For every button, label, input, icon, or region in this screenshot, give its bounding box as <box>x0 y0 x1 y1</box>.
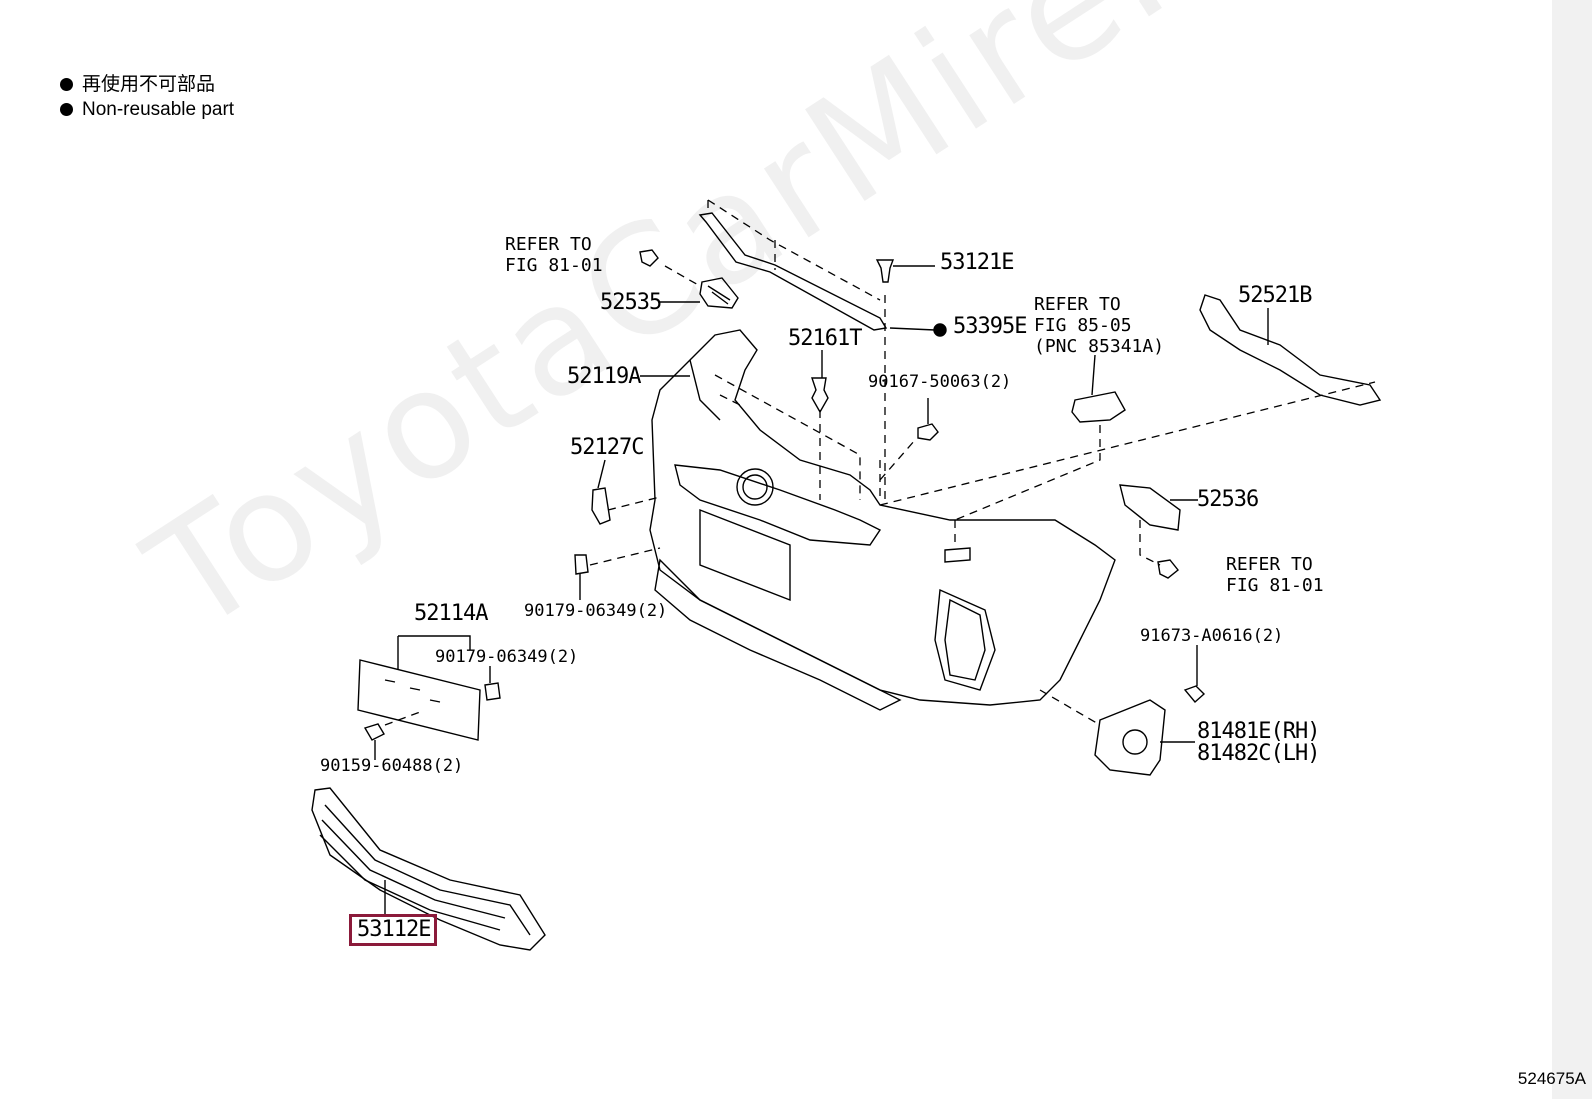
bracket-detail <box>707 285 731 305</box>
legend-row-en: Non-reusable part <box>60 97 234 122</box>
legend-text-en: Non-reusable part <box>82 99 235 120</box>
legend-row-jp: 再使用不可部品 <box>60 72 234 97</box>
refer-line: REFER TO <box>505 234 592 255</box>
bracket-52127C <box>591 487 611 525</box>
dash-line <box>879 439 916 481</box>
fog-opening-inner <box>944 598 986 681</box>
bolt-icon <box>1157 559 1179 579</box>
bracket-52535 <box>699 277 739 309</box>
legend-text-jp: 再使用不可部品 <box>82 74 216 95</box>
part-label-52535: 52535 <box>600 290 662 315</box>
refer-note-85-05: REFER TO FIG 85-05 (PNC 85341A) <box>1034 294 1164 357</box>
refer-line: REFER TO <box>1226 554 1313 575</box>
clip-52161T <box>811 377 829 414</box>
part-label-52119A: 52119A <box>567 364 641 389</box>
dash-line <box>719 394 741 406</box>
part-label-81482C: 81482C(LH) <box>1197 741 1320 766</box>
refer-note-81-01-a: REFER TO FIG 81-01 <box>505 234 603 276</box>
leader-line <box>398 635 471 650</box>
fog-lamp-ring <box>1122 729 1148 755</box>
dash-line <box>384 711 421 726</box>
retainer-52521B <box>1199 294 1382 406</box>
dash-line <box>607 496 661 511</box>
non-reusable-dot-icon <box>60 78 73 91</box>
bumper-detail <box>689 359 721 421</box>
dash-line <box>954 425 1101 521</box>
dash-line <box>1039 689 1101 726</box>
clip-53121E <box>875 259 895 283</box>
part-label-90179-a: 90179-06349(2) <box>524 601 668 621</box>
part-label-91673: 91673-A0616(2) <box>1140 626 1284 646</box>
fog-opening <box>934 588 996 691</box>
part-label-90159: 90159-60488(2) <box>320 756 464 776</box>
part-label-52127C: 52127C <box>570 435 644 460</box>
bolt-icon <box>639 249 659 267</box>
refer-line: FIG 85-05 <box>1034 315 1132 336</box>
leader-line <box>1091 354 1096 396</box>
legend: 再使用不可部品 Non-reusable part <box>60 72 234 122</box>
clip-90179-b-icon <box>484 682 501 701</box>
upper-retainer-strip <box>698 212 888 331</box>
dash-line <box>879 381 1376 506</box>
refer-line: FIG 81-01 <box>1226 575 1324 596</box>
lower-grille-53112E <box>311 787 546 951</box>
emblem-ring-inner <box>742 474 768 500</box>
screw-90167-icon <box>917 423 939 441</box>
illustration-id: 524675A <box>1517 1069 1586 1088</box>
bracket-holes <box>384 679 441 703</box>
part-label-52114A: 52114A <box>414 601 488 626</box>
part-label-81481E: 81481E(RH) <box>1197 719 1320 744</box>
non-reusable-dot-icon <box>933 323 947 337</box>
part-label-90179-b: 90179-06349(2) <box>435 647 579 667</box>
screw-90159-icon <box>363 723 385 741</box>
washer-cap <box>1071 391 1126 423</box>
leader-line <box>889 327 936 331</box>
dash-line <box>1139 520 1161 566</box>
non-reusable-dot-icon <box>60 103 73 116</box>
part-label-52521B: 52521B <box>1238 283 1312 308</box>
refer-line: REFER TO <box>1034 294 1121 315</box>
highlighted-part-box[interactable] <box>349 914 437 946</box>
fog-cover-81481E <box>1094 699 1166 776</box>
part-label-53112E[interactable]: 53112E <box>357 917 431 942</box>
refer-line: FIG 81-01 <box>505 255 603 276</box>
dash-line <box>589 547 661 566</box>
washer-hole <box>944 547 971 563</box>
plate-bracket-52114A <box>357 659 481 741</box>
part-label-90167: 90167-50063(2) <box>868 372 1012 392</box>
part-label-52536: 52536 <box>1197 487 1259 512</box>
bumper-cover-52119A <box>649 329 1116 706</box>
grille-slat <box>319 834 501 931</box>
grille-slat <box>324 804 531 936</box>
clip-90179-icon <box>574 554 589 575</box>
bumper-grille-opening <box>674 464 882 546</box>
page-sidebar <box>1552 0 1592 1099</box>
grille-slat <box>321 819 506 919</box>
dash-line <box>664 265 701 287</box>
leader-line <box>597 459 606 489</box>
part-label-52161T: 52161T <box>788 326 862 351</box>
part-label-53121E: 53121E <box>940 250 1014 275</box>
dash-line <box>707 199 881 301</box>
bracket-52536 <box>1119 484 1181 531</box>
bumper-lower-lip <box>654 558 902 711</box>
refer-line: (PNC 85341A) <box>1034 336 1165 357</box>
refer-note-81-01-b: REFER TO FIG 81-01 <box>1226 554 1324 596</box>
emblem-ring <box>736 468 774 506</box>
part-label-53395E: 53395E <box>953 314 1027 339</box>
plate-recess <box>699 508 791 602</box>
bolt-91673-icon <box>1183 685 1206 704</box>
